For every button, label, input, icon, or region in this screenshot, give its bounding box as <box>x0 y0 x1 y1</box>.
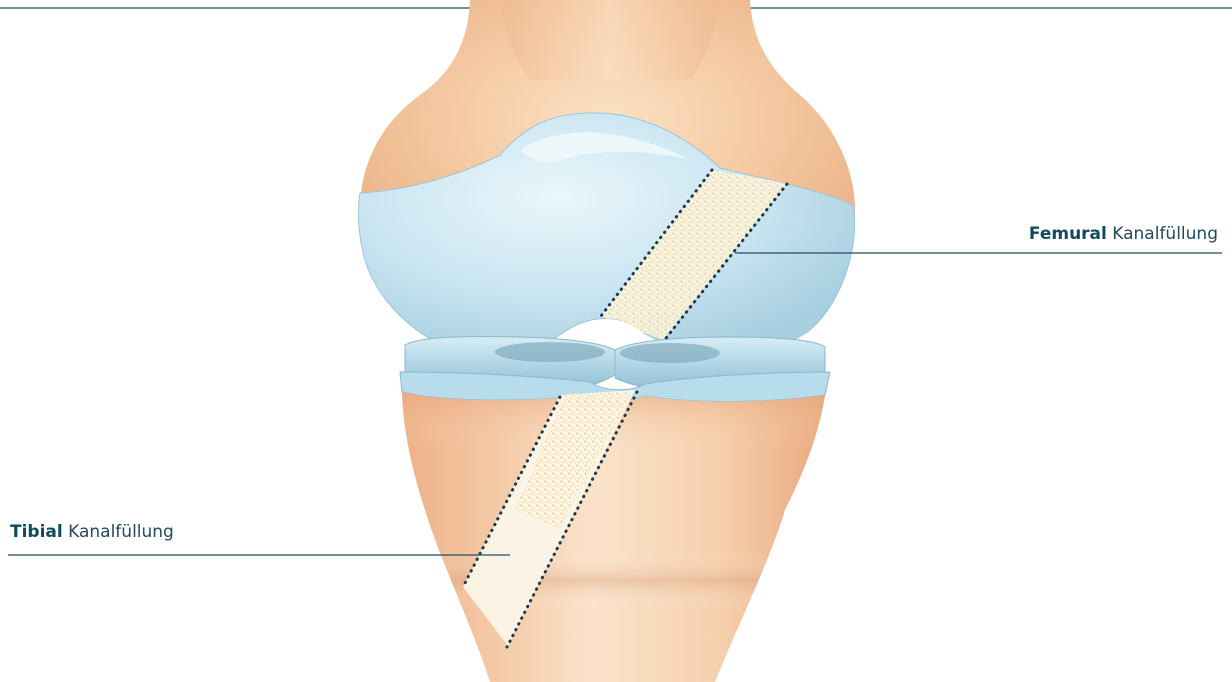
tibial-label-rest: Kanalfüllung <box>68 522 174 542</box>
meniscus-left-inner <box>495 342 605 362</box>
femural-label-bold: Femural <box>1029 224 1107 244</box>
tibia-shading <box>402 392 825 682</box>
femural-label-rest: Kanalfüllung <box>1112 224 1218 244</box>
tibial-callout: Tibial Kanalfüllung <box>10 524 174 541</box>
tibial-label-bold: Tibial <box>10 522 63 542</box>
femur-shaft-highlight <box>500 0 720 80</box>
meniscus-right-inner <box>620 343 720 363</box>
femural-callout: Femural Kanalfüllung <box>1029 226 1218 243</box>
